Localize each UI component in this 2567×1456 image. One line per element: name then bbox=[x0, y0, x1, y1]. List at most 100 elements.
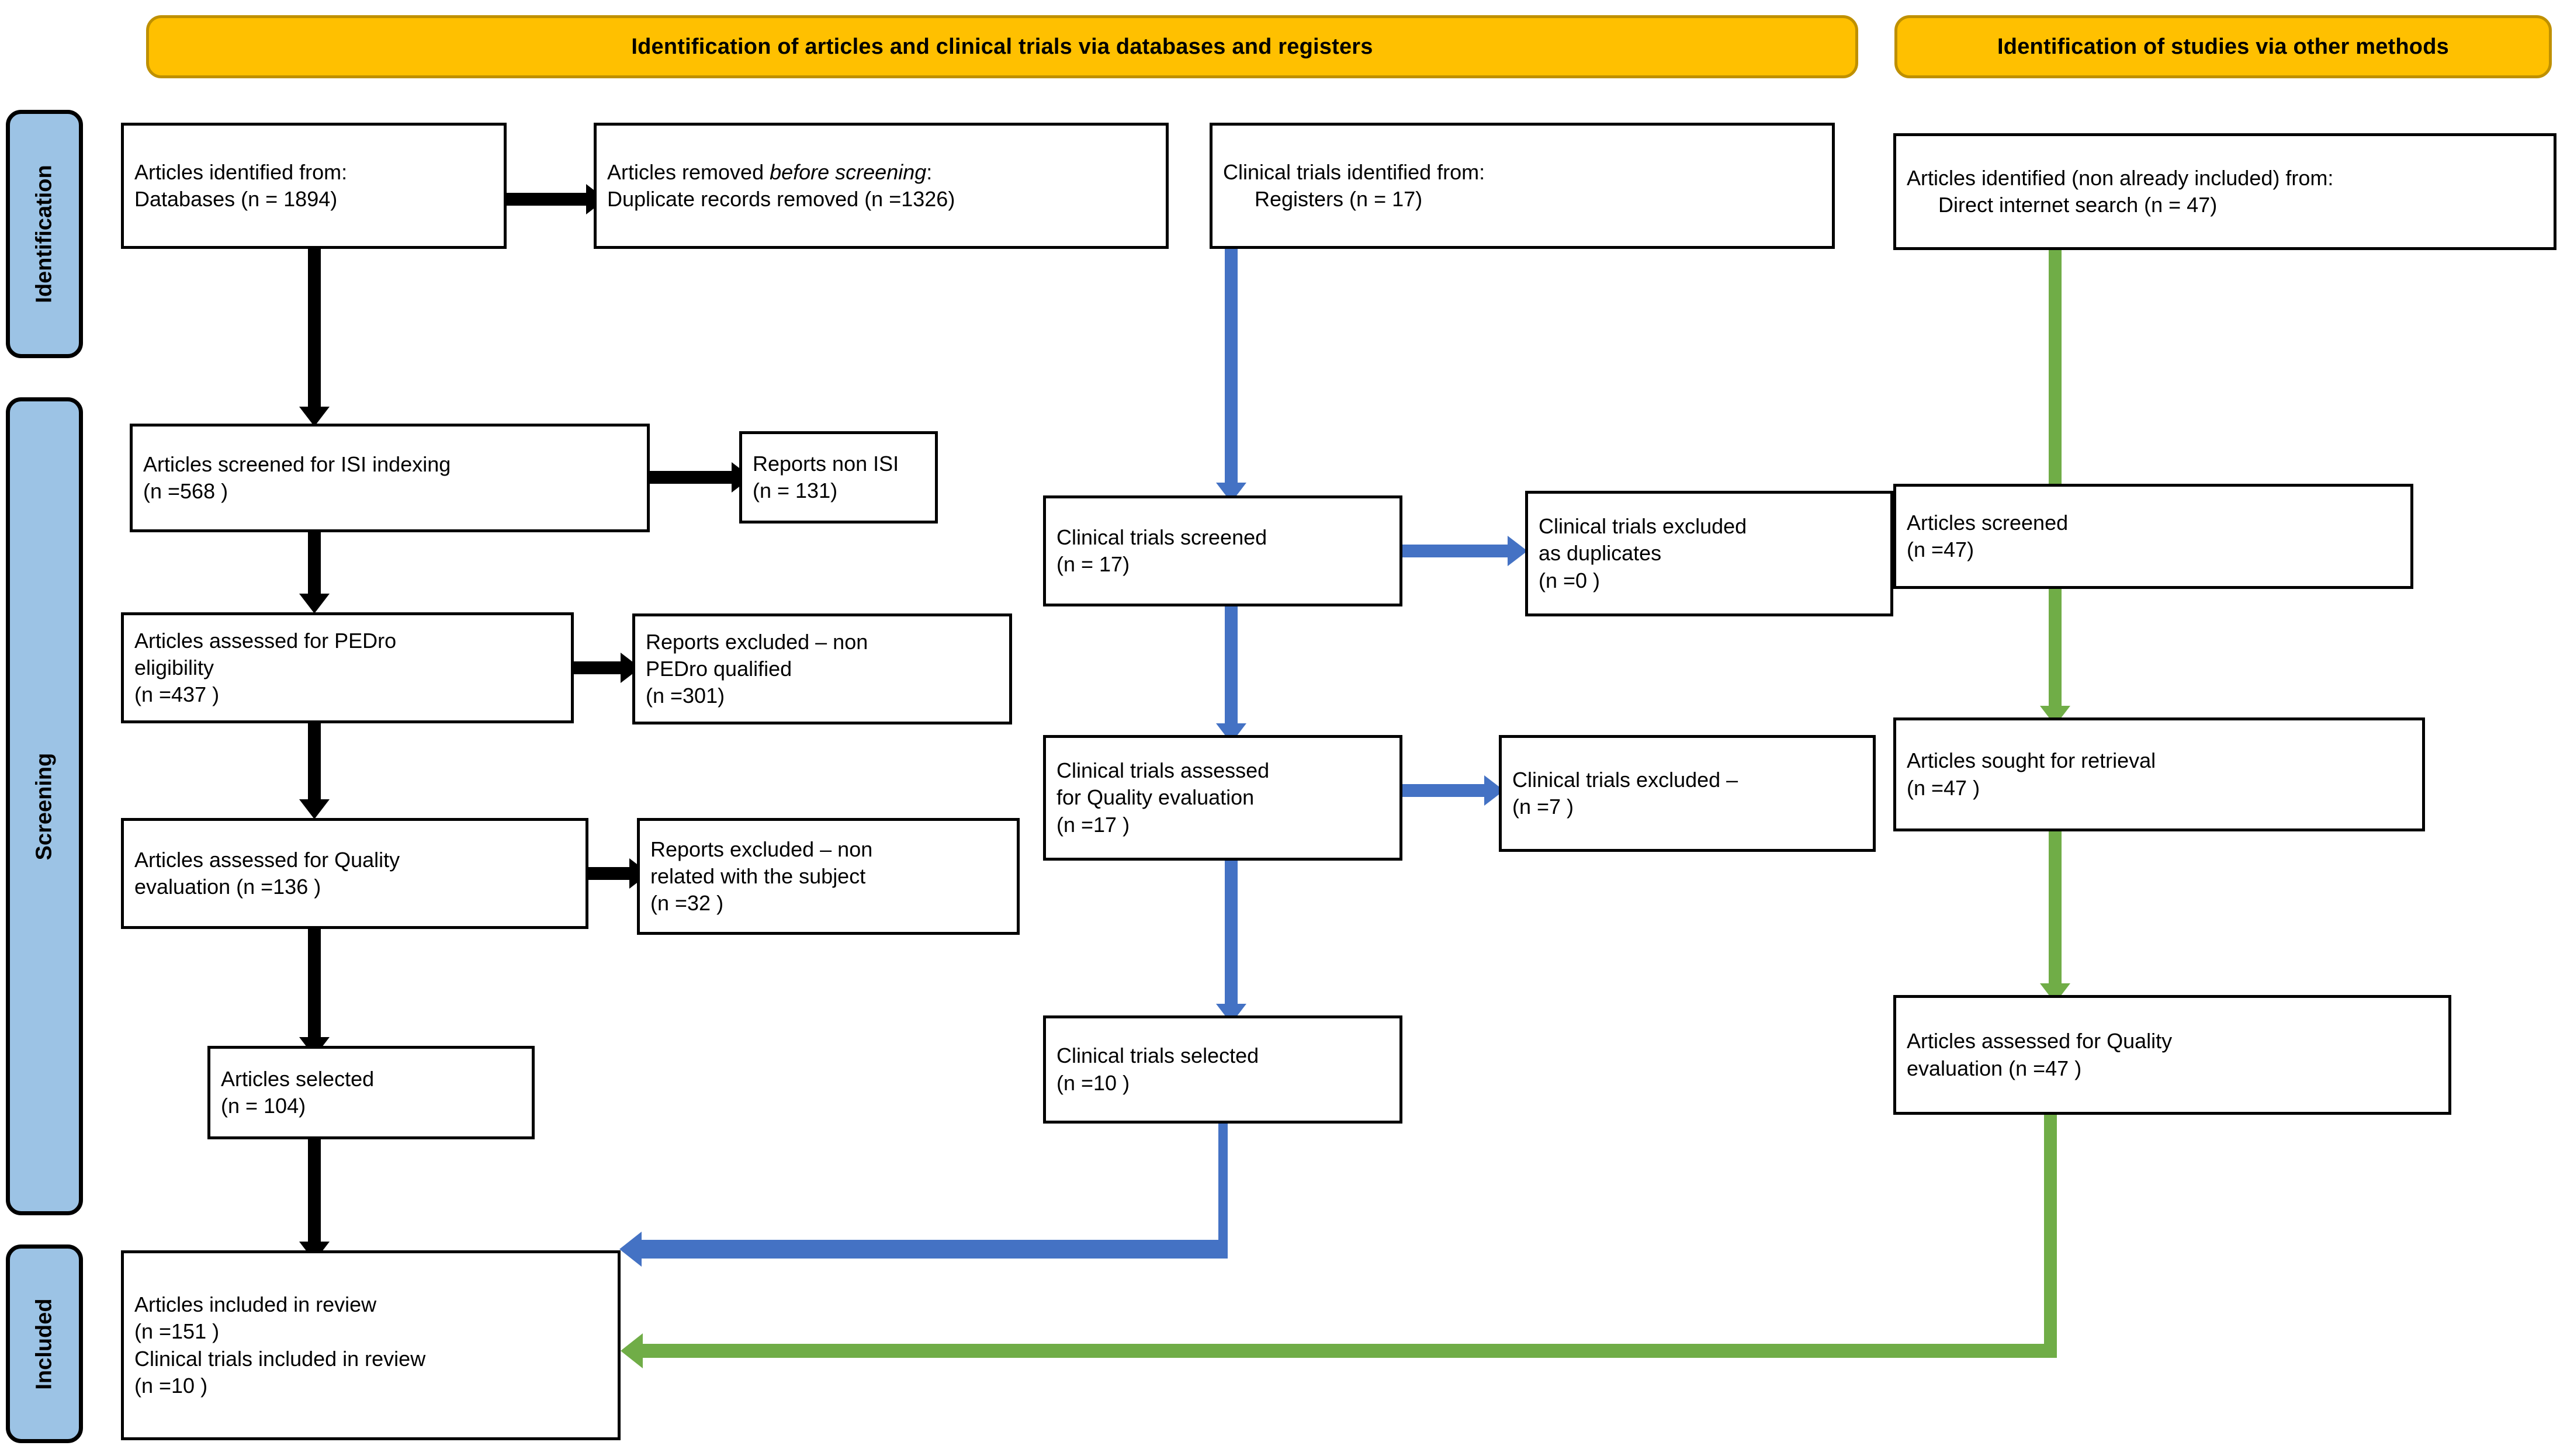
box-other-screened-line2: (n =47) bbox=[1907, 538, 1974, 561]
box-other-screened-line1: Articles screened bbox=[1907, 510, 2069, 535]
arrowhead-trials-selected-to-included bbox=[619, 1232, 642, 1267]
box-other-sought: Articles sought for retrieval (n =47 ) bbox=[1893, 717, 2425, 831]
banner-databases-registers-label: Identification of articles and clinical … bbox=[631, 34, 1373, 59]
connector-selected-to-included bbox=[308, 1139, 321, 1242]
arrowhead-identified-to-screened bbox=[299, 407, 330, 427]
box-trials-identified: Clinical trials identified from: Registe… bbox=[1210, 123, 1835, 249]
stage-tab-identification: Identification bbox=[6, 110, 83, 358]
box-trials-selected: Clinical trials selected (n =10 ) bbox=[1043, 1015, 1402, 1124]
connector-other-identified-to-screened bbox=[2049, 250, 2062, 484]
box-trials-quality-line3: (n =17 ) bbox=[1056, 812, 1130, 837]
box-reports-excluded-pedro-line2: PEDro qualified bbox=[646, 656, 792, 681]
box-articles-removed: Articles removed before screening: Dupli… bbox=[594, 123, 1169, 249]
box-articles-quality-line1: Articles assessed for Quality bbox=[134, 847, 400, 872]
stage-tab-included-label: Included bbox=[32, 1298, 57, 1390]
box-included-final-line4: (n =10 ) bbox=[134, 1373, 208, 1398]
connector-other-sought-to-quality bbox=[2049, 831, 2062, 983]
box-articles-pedro: Articles assessed for PEDro eligibility … bbox=[121, 612, 574, 723]
connector-other-screened-to-sought bbox=[2049, 589, 2062, 706]
banner-databases-registers: Identification of articles and clinical … bbox=[146, 15, 1858, 78]
connector-quality-to-selected bbox=[308, 929, 321, 1037]
connector-pedro-to-quality bbox=[308, 723, 321, 799]
box-articles-screened-isi: Articles screened for ISI indexing (n =5… bbox=[130, 424, 650, 532]
banner-other-methods: Identification of studies via other meth… bbox=[1894, 15, 2552, 78]
box-articles-identified-line2: Databases (n = 1894) bbox=[134, 187, 338, 211]
box-articles-quality-line2: evaluation (n =136 ) bbox=[134, 875, 321, 899]
box-articles-selected-line1: Articles selected bbox=[221, 1066, 375, 1091]
box-reports-excluded-subject-line1: Reports excluded – non bbox=[650, 837, 873, 861]
box-trials-excluded-duplicates: Clinical trials excluded as duplicates (… bbox=[1525, 491, 1893, 616]
arrowhead-pedro-to-quality bbox=[299, 799, 330, 819]
box-other-sought-line1: Articles sought for retrieval bbox=[1907, 748, 2156, 773]
box-reports-excluded-pedro-line3: (n =301) bbox=[646, 684, 725, 708]
box-other-identified-line1: Articles identified (non already include… bbox=[1907, 165, 2334, 190]
box-trials-quality-line1: Clinical trials assessed bbox=[1056, 758, 1270, 783]
box-articles-pedro-line2: eligibility bbox=[134, 655, 214, 680]
box-articles-removed-line2: Duplicate records removed (n =1326) bbox=[607, 187, 955, 211]
box-trials-selected-line1: Clinical trials selected bbox=[1056, 1044, 1259, 1068]
arrowhead-trials-screened-to-excluded bbox=[1508, 536, 1527, 566]
connector-trials-quality-to-excluded bbox=[1402, 784, 1484, 797]
connector-trials-screened-to-quality bbox=[1225, 606, 1238, 723]
box-reports-excluded-subject-line2: related with the subject bbox=[650, 864, 866, 888]
box-articles-pedro-line1: Articles assessed for PEDro bbox=[134, 628, 397, 653]
box-articles-pedro-line3: (n =437 ) bbox=[134, 682, 220, 707]
box-other-screened: Articles screened (n =47) bbox=[1893, 484, 2413, 589]
box-trials-excluded-duplicates-line2: as duplicates bbox=[1539, 541, 1662, 566]
box-trials-screened-line1: Clinical trials screened bbox=[1056, 525, 1267, 549]
box-articles-removed-line1: Articles removed before screening: bbox=[607, 160, 933, 184]
box-trials-screened: Clinical trials screened (n = 17) bbox=[1043, 495, 1402, 606]
box-other-identified: Articles identified (non already include… bbox=[1893, 133, 2556, 250]
box-reports-excluded-subject: Reports excluded – non related with the … bbox=[637, 818, 1020, 935]
box-included-final-line2: (n =151 ) bbox=[134, 1319, 220, 1344]
box-reports-excluded-subject-line3: (n =32 ) bbox=[650, 891, 724, 916]
box-trials-excluded-line2: (n =7 ) bbox=[1512, 795, 1574, 819]
box-reports-non-isi-line1: Reports non ISI bbox=[753, 451, 899, 476]
box-reports-excluded-pedro-line1: Reports excluded – non bbox=[646, 629, 868, 654]
connector-trials-selected-down bbox=[1218, 1124, 1228, 1249]
connector-other-quality-down bbox=[2044, 1115, 2057, 1357]
box-trials-excluded: Clinical trials excluded – (n =7 ) bbox=[1499, 735, 1876, 852]
connector-pedro-to-excluded bbox=[574, 661, 621, 674]
banner-other-methods-label: Identification of studies via other meth… bbox=[1997, 34, 2449, 59]
box-other-quality-line1: Articles assessed for Quality bbox=[1907, 1029, 2173, 1053]
connector-identified-to-screened bbox=[308, 249, 321, 407]
box-reports-non-isi-line2: (n = 131) bbox=[753, 479, 838, 502]
box-trials-excluded-duplicates-line1: Clinical trials excluded bbox=[1539, 514, 1747, 539]
connector-other-quality-left bbox=[643, 1344, 2057, 1358]
box-trials-quality: Clinical trials assessed for Quality eva… bbox=[1043, 735, 1402, 861]
box-included-final: Articles included in review (n =151 ) Cl… bbox=[121, 1250, 621, 1440]
box-other-quality: Articles assessed for Quality evaluation… bbox=[1893, 995, 2451, 1115]
box-reports-non-isi: Reports non ISI (n = 131) bbox=[739, 431, 938, 524]
stage-tab-included: Included bbox=[6, 1244, 83, 1443]
box-other-identified-line2: Direct internet search (n = 47) bbox=[1938, 193, 2218, 217]
box-articles-screened-isi-line2: (n =568 ) bbox=[143, 479, 228, 503]
connector-isi-to-reports bbox=[650, 471, 732, 484]
box-trials-identified-line2: Registers (n = 17) bbox=[1255, 187, 1423, 211]
box-articles-identified: Articles identified from: Databases (n =… bbox=[121, 123, 507, 249]
arrowhead-isi-to-pedro bbox=[299, 594, 330, 613]
stage-tab-screening-label: Screening bbox=[32, 753, 57, 860]
box-trials-excluded-line1: Clinical trials excluded – bbox=[1512, 767, 1738, 792]
box-articles-selected: Articles selected (n = 104) bbox=[207, 1046, 535, 1139]
box-included-final-line1: Articles included in review bbox=[134, 1292, 377, 1317]
box-trials-screened-line2: (n = 17) bbox=[1056, 552, 1130, 576]
connector-quality-to-excluded-subject bbox=[588, 867, 629, 880]
box-other-quality-line2: evaluation (n =47 ) bbox=[1907, 1056, 2082, 1080]
stage-tab-identification-label: Identification bbox=[32, 165, 57, 303]
connector-identified-to-removed bbox=[507, 193, 586, 206]
connector-trials-screened-to-excluded bbox=[1402, 545, 1508, 557]
box-reports-excluded-pedro: Reports excluded – non PEDro qualified (… bbox=[632, 613, 1012, 724]
arrowhead-other-quality-to-included bbox=[621, 1333, 643, 1368]
box-articles-screened-isi-line1: Articles screened for ISI indexing bbox=[143, 452, 451, 476]
connector-trials-identified-to-screened bbox=[1225, 249, 1238, 483]
box-other-sought-line2: (n =47 ) bbox=[1907, 775, 1980, 800]
box-included-final-line3: Clinical trials included in review bbox=[134, 1346, 426, 1371]
stage-tab-screening: Screening bbox=[6, 397, 83, 1215]
box-articles-selected-line2: (n = 104) bbox=[221, 1094, 306, 1118]
box-trials-identified-line1: Clinical trials identified from: bbox=[1223, 160, 1485, 184]
connector-trials-selected-left bbox=[642, 1240, 1228, 1259]
box-articles-identified-line1: Articles identified from: bbox=[134, 160, 348, 184]
box-trials-selected-line2: (n =10 ) bbox=[1056, 1070, 1130, 1095]
